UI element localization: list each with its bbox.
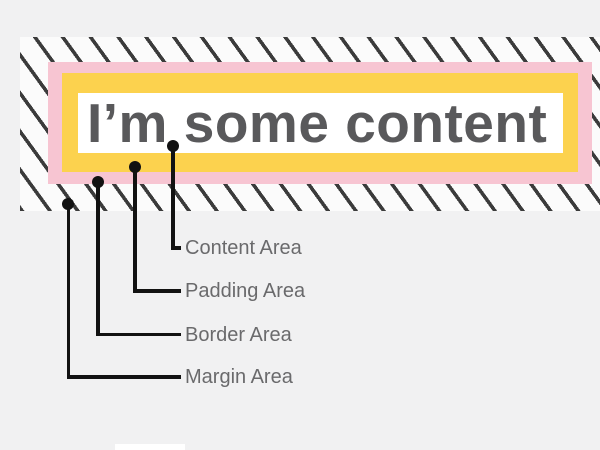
margin-area-label: Margin Area: [185, 366, 293, 388]
content-leader-dot: [166, 139, 179, 152]
margin-leader-dot: [62, 198, 75, 210]
border-area-label: Border Area: [185, 323, 292, 346]
margin-leader-line-vertical: [66, 204, 71, 379]
padding-area-label: Padding Area: [185, 280, 306, 302]
margin-leader-line-horizontal: [66, 375, 182, 379]
content-leader-line-vertical: [171, 145, 175, 250]
padding-leader-line-horizontal: [133, 289, 182, 293]
border-leader-line-vertical: [96, 182, 100, 337]
content-leader-line-horizontal: [171, 246, 182, 250]
border-leader-dot: [91, 176, 104, 188]
border-leader-line-horizontal: [96, 332, 182, 337]
padding-leader-dot: [128, 161, 141, 173]
content-area-label: Content Area: [185, 237, 302, 259]
content-text: I’m some content: [87, 92, 548, 154]
next-diagram-content-peek: [115, 444, 185, 450]
content-area: I’m some content: [78, 93, 563, 153]
padding-leader-line-vertical: [133, 167, 137, 293]
